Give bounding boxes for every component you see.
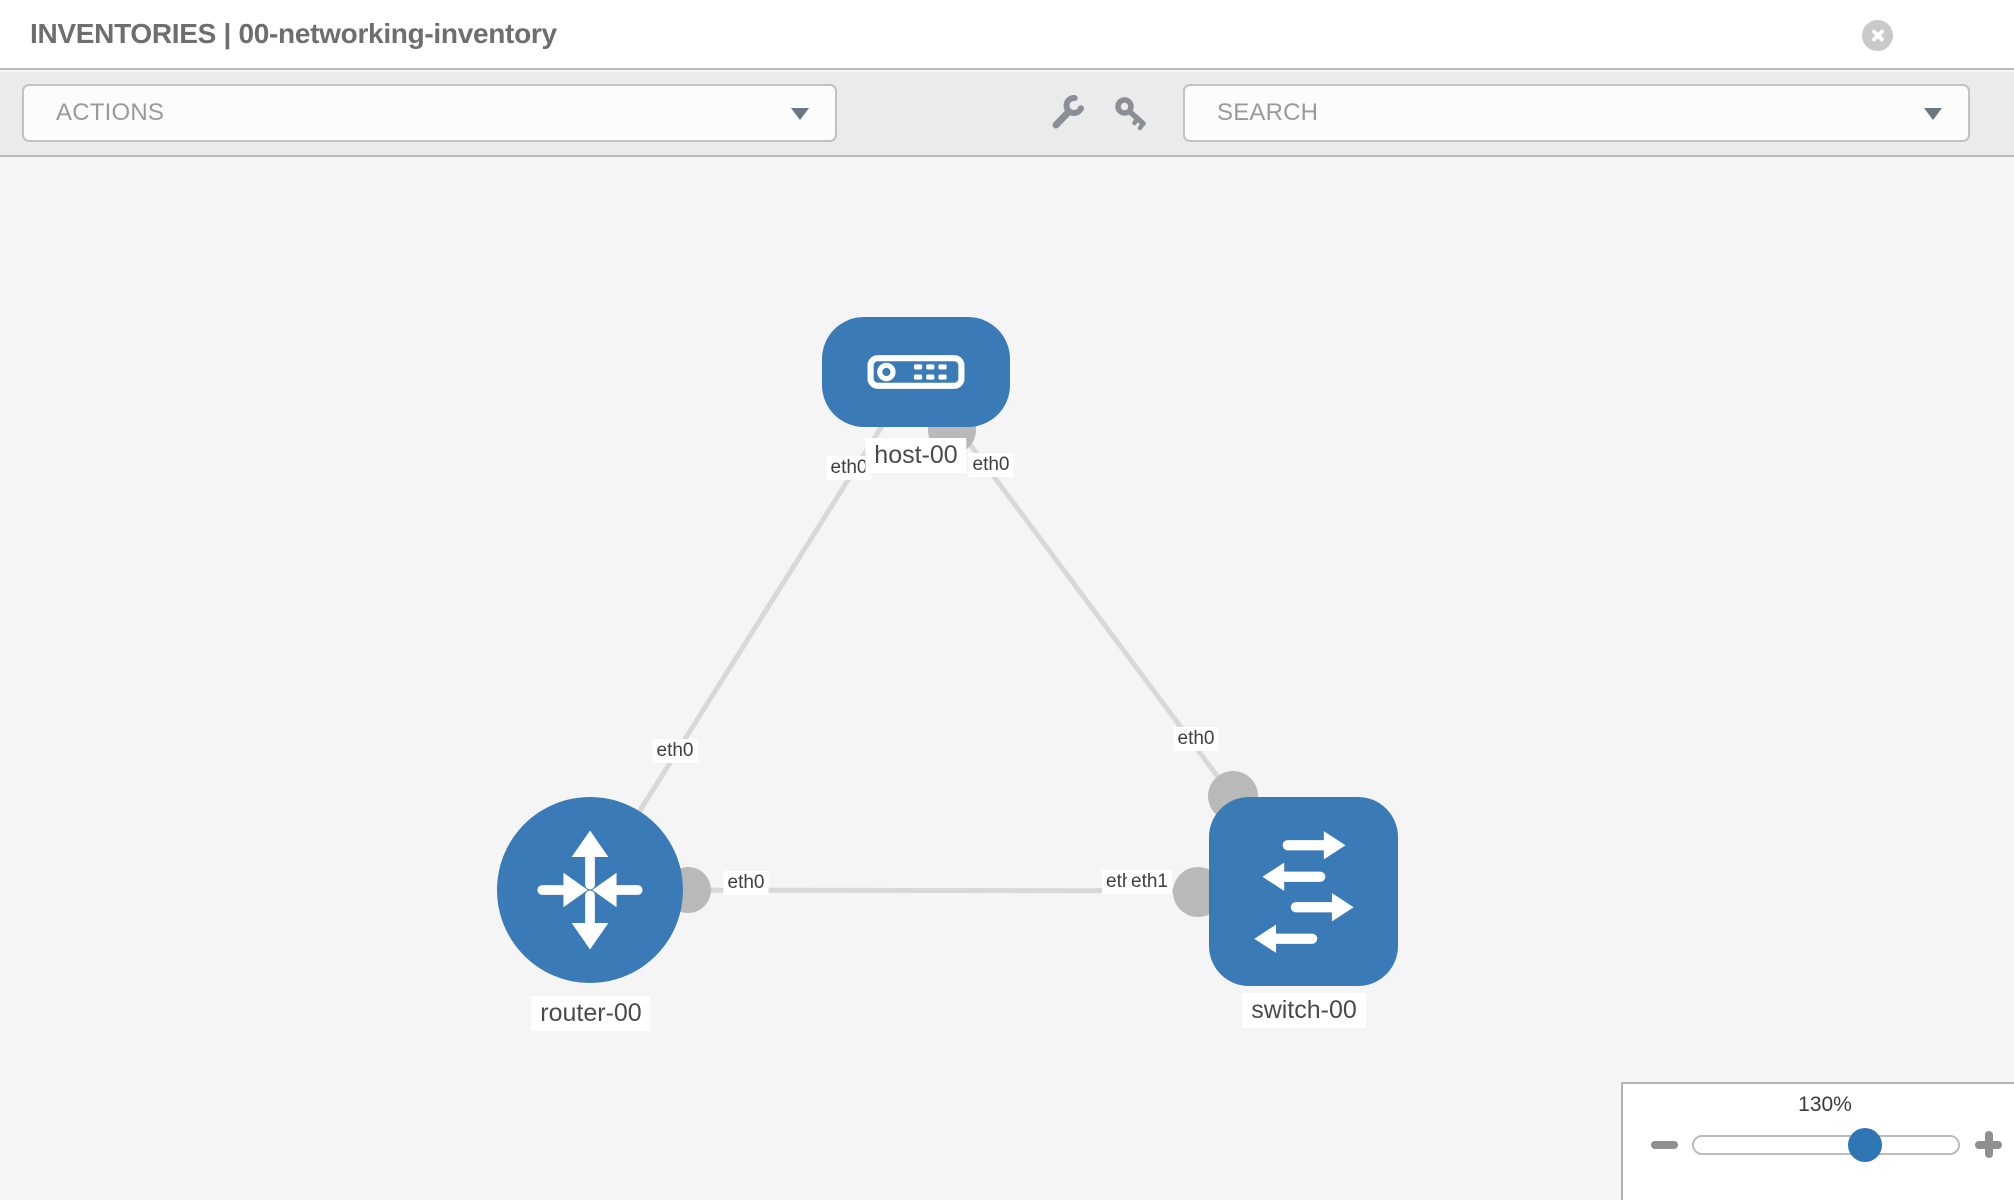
wrench-icon [1052, 95, 1085, 129]
node-router-00[interactable] [497, 797, 683, 983]
port-label: eth0 [652, 739, 698, 763]
zoom-in-button[interactable] [1975, 1131, 2002, 1158]
port-label: eth0 [723, 871, 769, 895]
page-title: INVENTORIES | 00-networking-inventory [30, 18, 557, 49]
port-label: eth1 [1127, 870, 1172, 894]
header: INVENTORIES | 00-networking-inventory [0, 0, 2014, 70]
zoom-out-button[interactable] [1651, 1141, 1678, 1149]
node-host-00[interactable] [822, 317, 1010, 427]
key-icon [1115, 97, 1146, 131]
actions-dropdown-label: ACTIONS [56, 99, 165, 126]
port-label: eth0 [1173, 727, 1219, 751]
zoom-slider-knob[interactable] [1848, 1128, 1882, 1162]
actions-dropdown[interactable]: ACTIONS [22, 84, 837, 142]
chevron-down-icon [791, 108, 809, 120]
zoom-control-panel: 130% [1621, 1082, 2014, 1200]
port-label: eth0 [968, 453, 1014, 477]
router-arrows-icon [537, 830, 643, 950]
host-device-icon [867, 355, 965, 389]
close-button[interactable] [1862, 20, 1893, 51]
zoom-level-label: 130% [1798, 1093, 1852, 1116]
zoom-slider-track[interactable] [1692, 1135, 1960, 1155]
port-label: eth0 [826, 456, 872, 480]
toolbar: ACTIONS SEARCH [0, 72, 2014, 157]
node-label-router: router-00 [531, 996, 651, 1031]
chevron-down-icon [1924, 108, 1942, 120]
search-dropdown[interactable]: SEARCH [1183, 84, 1970, 142]
search-dropdown-label: SEARCH [1217, 99, 1319, 126]
node-label-switch: switch-00 [1242, 993, 1366, 1028]
wrench-button[interactable] [1044, 92, 1090, 138]
switch-arrows-icon [1253, 830, 1354, 953]
key-button[interactable] [1110, 92, 1156, 138]
node-label-host: host-00 [865, 438, 967, 473]
node-switch-00[interactable] [1209, 797, 1398, 986]
topology-links-layer [587, 370, 1306, 917]
topology-canvas[interactable]: host-00 router-00 switch-00 eth0 eth0 et… [0, 157, 2014, 1200]
